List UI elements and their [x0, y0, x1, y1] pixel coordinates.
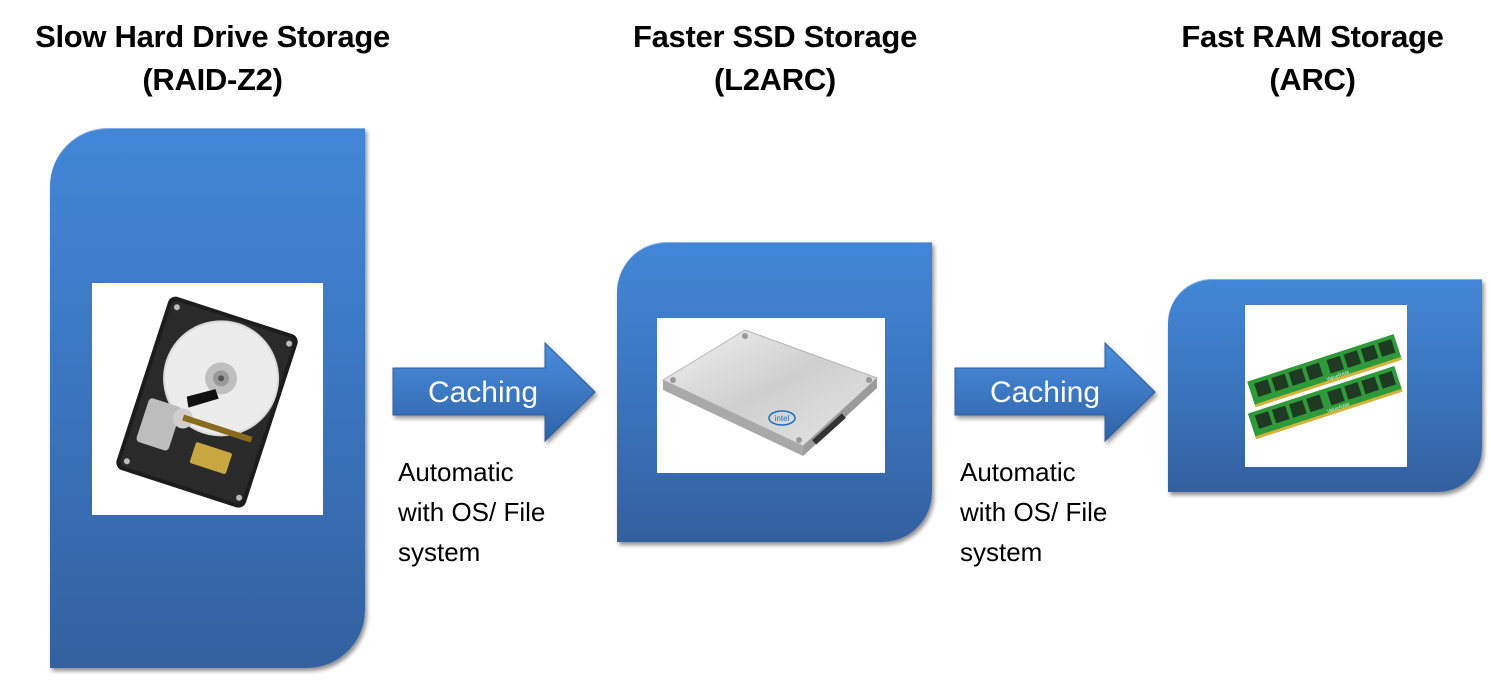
caching-arrow-1: Caching [392, 341, 598, 443]
ram-module-icon: ValueRAM ValueRAM [1247, 334, 1403, 440]
hdd-stage-title: Slow Hard Drive Storage (RAID-Z2) [0, 15, 425, 101]
ram-image: ValueRAM ValueRAM [1245, 305, 1407, 467]
ssd-icon: intel [661, 329, 878, 456]
right-arrow-icon [392, 341, 596, 443]
ssd-image: intel [657, 318, 885, 473]
hdd-image [92, 283, 323, 515]
caching-label-2: Caching [989, 376, 1101, 409]
caching-note-1: Automatic with OS/ File system [398, 452, 588, 572]
note2-line3: system [960, 537, 1043, 567]
ram-title-line2: (ARC) [1269, 62, 1356, 97]
ssd-title-line2: (L2ARC) [714, 62, 836, 97]
hdd-title-line2: (RAID-Z2) [142, 62, 283, 97]
note2-line1: Automatic [960, 457, 1076, 487]
ram-stage-title: Fast RAM Storage (ARC) [1140, 15, 1485, 101]
right-arrow-icon [954, 341, 1156, 443]
caching-label-1: Caching [427, 376, 539, 409]
ssd-stage-title: Faster SSD Storage (L2ARC) [575, 15, 975, 101]
ssd-brand-logo: intel [775, 414, 790, 423]
ssd-title-line1: Faster SSD Storage [632, 19, 918, 54]
ram-title-line1: Fast RAM Storage [1181, 19, 1444, 54]
note1-line3: system [398, 537, 481, 567]
note1-line1: Automatic [398, 457, 514, 487]
hard-drive-icon [116, 296, 298, 508]
caching-arrow-2: Caching [954, 341, 1160, 443]
caching-note-2: Automatic with OS/ File system [960, 452, 1150, 572]
note1-line2: with OS/ File [398, 497, 546, 527]
note2-line2: with OS/ File [960, 497, 1108, 527]
hdd-title-line1: Slow Hard Drive Storage [35, 19, 390, 54]
